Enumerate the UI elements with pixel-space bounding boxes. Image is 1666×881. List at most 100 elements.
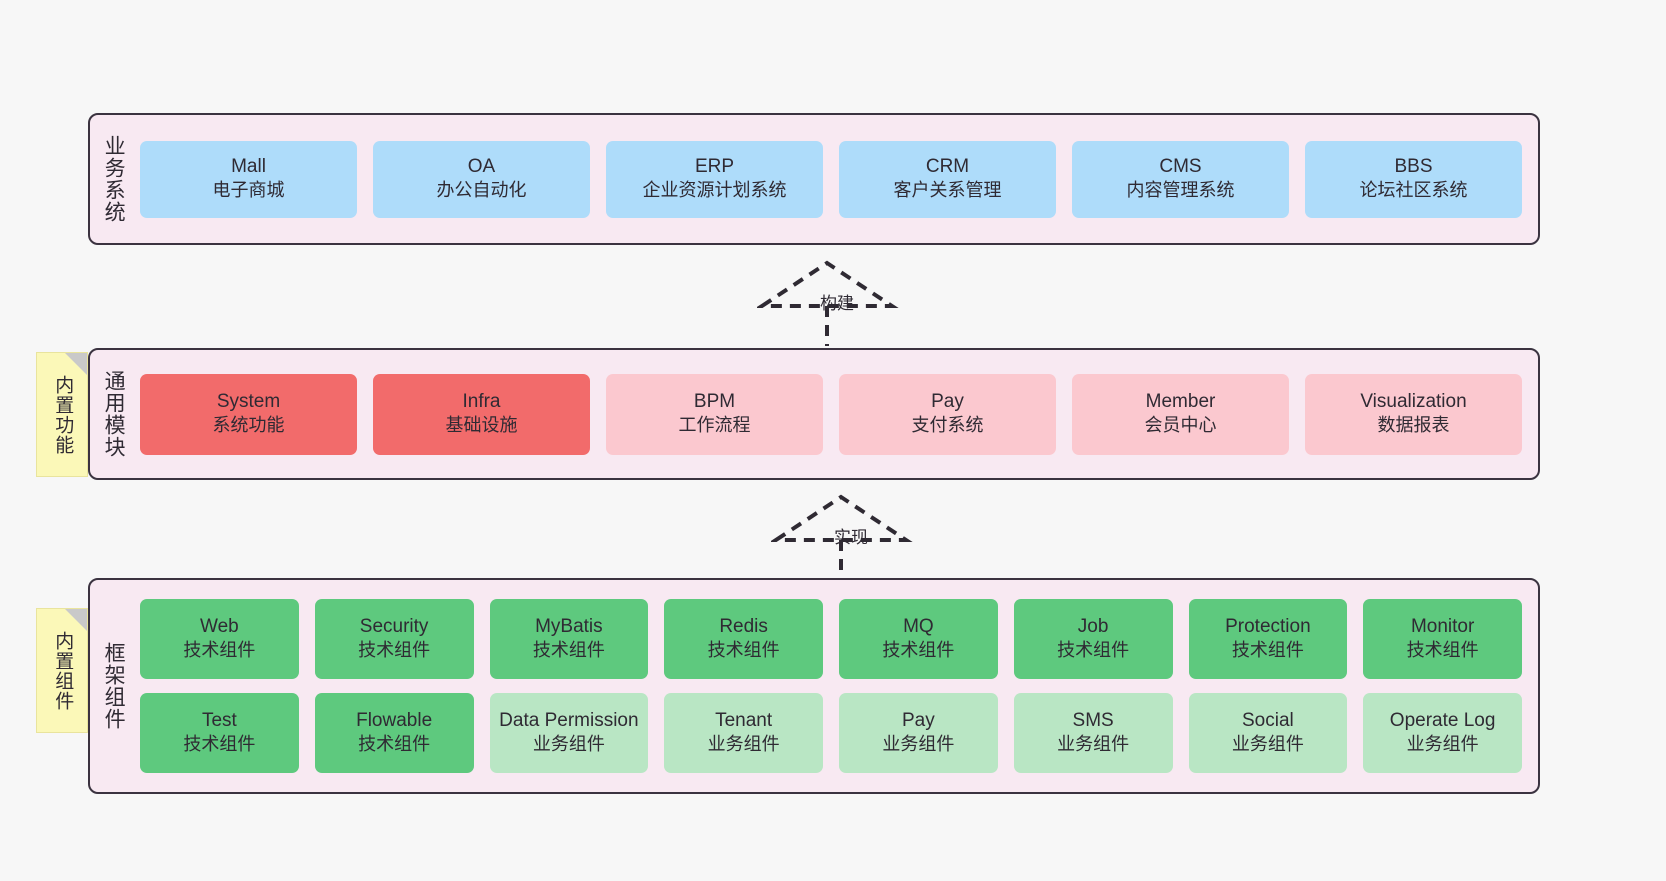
card-title-en: MyBatis <box>535 616 603 638</box>
card-title-en: Flowable <box>356 710 433 732</box>
layer-label-common-modules: 通用模块 <box>102 370 126 458</box>
card-title-cn: 技术组件 <box>358 734 431 755</box>
card-title-en: Pay <box>902 710 935 732</box>
card-title-cn: 客户关系管理 <box>893 180 1002 201</box>
layer-common-modules: 通用模块 System 系统功能 Infra 基础设施 BPM 工作流程 Pay… <box>88 348 1540 480</box>
card-title-cn: 系统功能 <box>212 415 285 436</box>
card-operate-log[interactable]: Operate Log 业务组件 <box>1363 693 1522 773</box>
card-title-en: BPM <box>693 391 736 413</box>
sticky-note-label: 内置组件 <box>52 630 74 711</box>
card-title-cn: 技术组件 <box>532 640 605 661</box>
card-sms[interactable]: SMS 业务组件 <box>1013 693 1173 773</box>
card-job[interactable]: Job 技术组件 <box>1013 599 1173 679</box>
card-redis[interactable]: Redis 技术组件 <box>664 599 823 679</box>
card-title-en: Tenant <box>715 710 773 732</box>
card-title-cn: 技术组件 <box>1406 640 1479 661</box>
card-title-cn: 论坛社区系统 <box>1359 180 1468 201</box>
card-title-en: Visualization <box>1360 391 1467 413</box>
card-title-en: Test <box>201 710 237 732</box>
card-title-en: ERP <box>694 156 735 178</box>
card-title-cn: 数据报表 <box>1377 415 1450 436</box>
card-title-cn: 业务组件 <box>1057 734 1130 755</box>
card-title-cn: 技术组件 <box>882 640 955 661</box>
card-title-en: Operate Log <box>1389 710 1496 732</box>
card-title-cn: 业务组件 <box>1231 734 1304 755</box>
card-title-cn: 业务组件 <box>882 734 955 755</box>
card-mq[interactable]: MQ 技术组件 <box>839 599 998 679</box>
layer-body-common-modules: System 系统功能 Infra 基础设施 BPM 工作流程 Pay 支付系统… <box>136 350 1538 478</box>
card-title-en: Member <box>1145 391 1216 413</box>
card-title-cn: 支付系统 <box>911 415 984 436</box>
card-test[interactable]: Test 技术组件 <box>140 693 299 773</box>
card-title-en: SMS <box>1072 710 1114 732</box>
generalization-arrow-icon <box>769 494 913 580</box>
card-title-cn: 企业资源计划系统 <box>642 180 787 201</box>
layer-body-business-systems: Mall 电子商城 OA 办公自动化 ERP 企业资源计划系统 CRM 客户关系… <box>136 115 1538 243</box>
card-title-cn: 业务组件 <box>707 734 780 755</box>
connector-implement: 实现 <box>769 492 931 582</box>
card-protection[interactable]: Protection 技术组件 <box>1188 599 1348 679</box>
card-security[interactable]: Security 技术组件 <box>314 599 474 679</box>
card-row: Test 技术组件 Flowable 技术组件 Data Permission … <box>140 693 1522 773</box>
card-title-cn: 基础设施 <box>445 415 518 436</box>
generalization-arrow-icon <box>755 260 899 346</box>
layer-label-business-systems: 业务系统 <box>102 135 126 223</box>
card-title-cn: 技术组件 <box>183 640 256 661</box>
layer-framework-components: 框架组件 Web 技术组件 Security 技术组件 MyBatis 技术组件… <box>88 578 1540 794</box>
card-title-cn: 业务组件 <box>1406 734 1479 755</box>
layer-body-framework-components: Web 技术组件 Security 技术组件 MyBatis 技术组件 Redi… <box>136 580 1538 792</box>
card-title-en: Monitor <box>1410 616 1475 638</box>
card-social[interactable]: Social 业务组件 <box>1188 693 1348 773</box>
card-pay[interactable]: Pay 支付系统 <box>839 373 1056 455</box>
card-visualization[interactable]: Visualization 数据报表 <box>1305 373 1522 455</box>
card-pay-component[interactable]: Pay 业务组件 <box>839 693 998 773</box>
card-bpm[interactable]: BPM 工作流程 <box>606 373 823 455</box>
layer-business-systems: 业务系统 Mall 电子商城 OA 办公自动化 ERP 企业资源计划系统 CRM… <box>88 113 1540 245</box>
card-oa[interactable]: OA 办公自动化 <box>373 140 590 218</box>
card-monitor[interactable]: Monitor 技术组件 <box>1363 599 1522 679</box>
card-title-en: Web <box>200 616 239 638</box>
card-crm[interactable]: CRM 客户关系管理 <box>839 140 1056 218</box>
card-title-en: Protection <box>1225 616 1311 638</box>
card-web[interactable]: Web 技术组件 <box>140 599 299 679</box>
card-cms[interactable]: CMS 内容管理系统 <box>1072 140 1289 218</box>
fold-corner-icon <box>65 353 87 375</box>
card-title-en: Pay <box>931 391 964 413</box>
card-title-en: CRM <box>925 156 970 178</box>
sticky-note-builtin-components: 内置组件 <box>36 608 88 733</box>
card-title-en: Infra <box>462 391 501 413</box>
card-member[interactable]: Member 会员中心 <box>1072 373 1289 455</box>
connector-build: 构建 <box>755 258 917 348</box>
card-flowable[interactable]: Flowable 技术组件 <box>314 693 474 773</box>
card-title-cn: 技术组件 <box>707 640 780 661</box>
card-title-cn: 电子商城 <box>212 180 285 201</box>
card-title-en: Mall <box>231 156 266 178</box>
card-title-en: Social <box>1242 710 1294 732</box>
card-row: Web 技术组件 Security 技术组件 MyBatis 技术组件 Redi… <box>140 599 1522 679</box>
card-erp[interactable]: ERP 企业资源计划系统 <box>606 140 823 218</box>
card-row: Mall 电子商城 OA 办公自动化 ERP 企业资源计划系统 CRM 客户关系… <box>140 140 1522 218</box>
card-title-cn: 技术组件 <box>1231 640 1304 661</box>
card-infra[interactable]: Infra 基础设施 <box>373 373 590 455</box>
card-tenant[interactable]: Tenant 业务组件 <box>664 693 823 773</box>
card-title-cn: 技术组件 <box>358 640 431 661</box>
card-mybatis[interactable]: MyBatis 技术组件 <box>489 599 649 679</box>
connector-label-implement: 实现 <box>834 528 868 547</box>
layer-label-framework-components: 框架组件 <box>102 642 126 730</box>
card-data-permission[interactable]: Data Permission 业务组件 <box>489 693 649 773</box>
card-title-cn: 会员中心 <box>1144 415 1217 436</box>
card-title-en: Data Permission <box>499 710 639 732</box>
card-system[interactable]: System 系统功能 <box>140 373 357 455</box>
card-bbs[interactable]: BBS 论坛社区系统 <box>1305 140 1522 218</box>
sticky-note-label: 内置功能 <box>52 374 74 455</box>
card-title-en: BBS <box>1394 156 1433 178</box>
card-title-cn: 内容管理系统 <box>1126 180 1235 201</box>
card-title-en: System <box>216 391 281 413</box>
card-title-cn: 技术组件 <box>183 734 256 755</box>
card-mall[interactable]: Mall 电子商城 <box>140 140 357 218</box>
card-title-en: CMS <box>1159 156 1202 178</box>
card-title-en: OA <box>467 156 496 178</box>
card-title-en: Security <box>359 616 429 638</box>
card-title-en: Redis <box>719 616 768 638</box>
